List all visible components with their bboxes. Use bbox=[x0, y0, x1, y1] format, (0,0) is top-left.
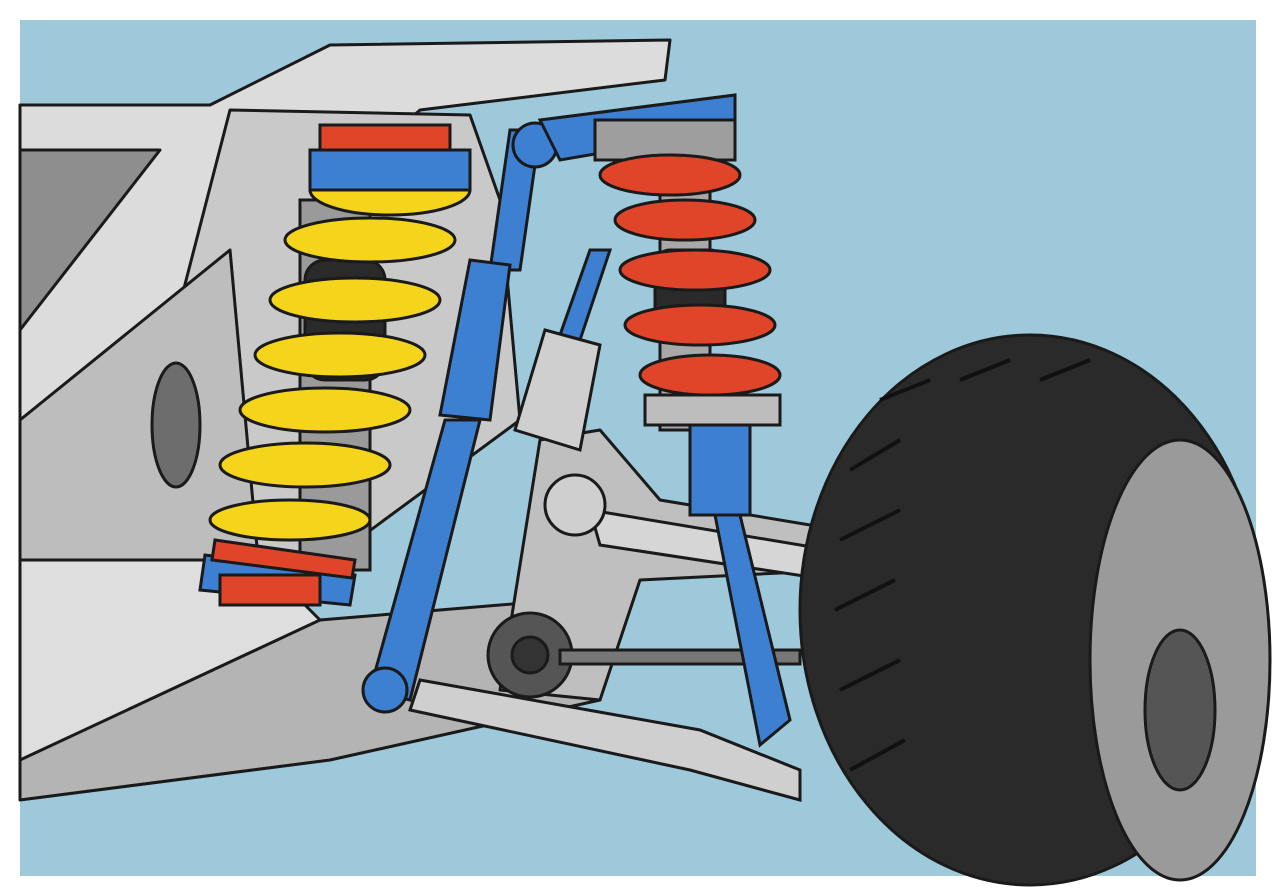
yellow-coil-spring bbox=[198, 123, 472, 607]
red-coil-spring bbox=[593, 118, 792, 748]
lower-control-arm bbox=[408, 473, 832, 802]
tire-and-wheel bbox=[798, 333, 1272, 887]
gray-strut bbox=[513, 248, 613, 452]
